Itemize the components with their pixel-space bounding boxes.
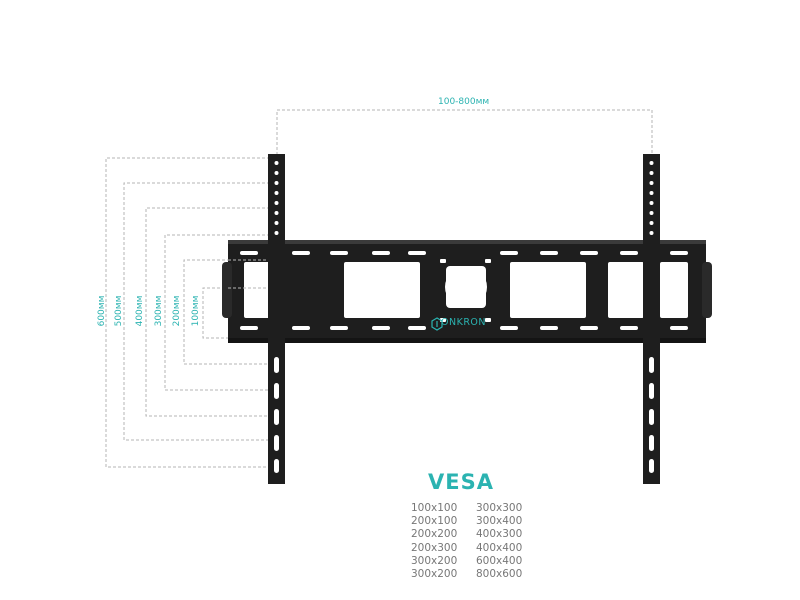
vesa-size: 200x300: [411, 541, 458, 554]
height-label-100: 100мм: [191, 295, 201, 327]
brand-name: ONKRON: [441, 317, 486, 328]
vesa-title: VESA: [428, 470, 494, 494]
vesa-size: 400x300: [476, 528, 523, 541]
height-label-600: 600мм: [97, 295, 107, 327]
vesa-size: 100x100: [411, 502, 458, 514]
vesa-size: 300x200: [411, 568, 458, 581]
wall-plate: [222, 240, 712, 343]
vesa-size: 800x600: [476, 568, 523, 581]
vesa-size: 300x200: [411, 554, 458, 567]
vesa-size: 200x200: [411, 528, 458, 541]
height-label-500: 500мм: [114, 295, 124, 327]
vesa-size: 200x100: [411, 515, 458, 528]
vesa-list-right: 300x300 300x400 400x300 400x400 600x400 …: [476, 502, 522, 581]
vesa-size: 600x400: [476, 554, 523, 567]
height-label-200: 200мм: [172, 295, 182, 327]
left-vertical-arm: [268, 154, 285, 484]
vesa-size: 300x300: [476, 502, 523, 514]
center-cutout: [445, 266, 487, 308]
plate-overlay-guides: [228, 259, 268, 289]
height-label-300: 300мм: [154, 295, 164, 327]
width-dimension-guide: [276, 109, 653, 155]
vesa-list-left: 100x100 200x100 200x200 200x300 300x200 …: [411, 502, 457, 581]
vesa-size: 400x400: [476, 541, 523, 554]
right-vertical-arm: [643, 154, 660, 484]
width-dimension-label: 100-800мм: [438, 97, 490, 107]
vesa-size: 300x400: [476, 515, 523, 528]
height-label-400: 400мм: [135, 295, 145, 327]
onkron-logo-icon: [431, 317, 443, 331]
